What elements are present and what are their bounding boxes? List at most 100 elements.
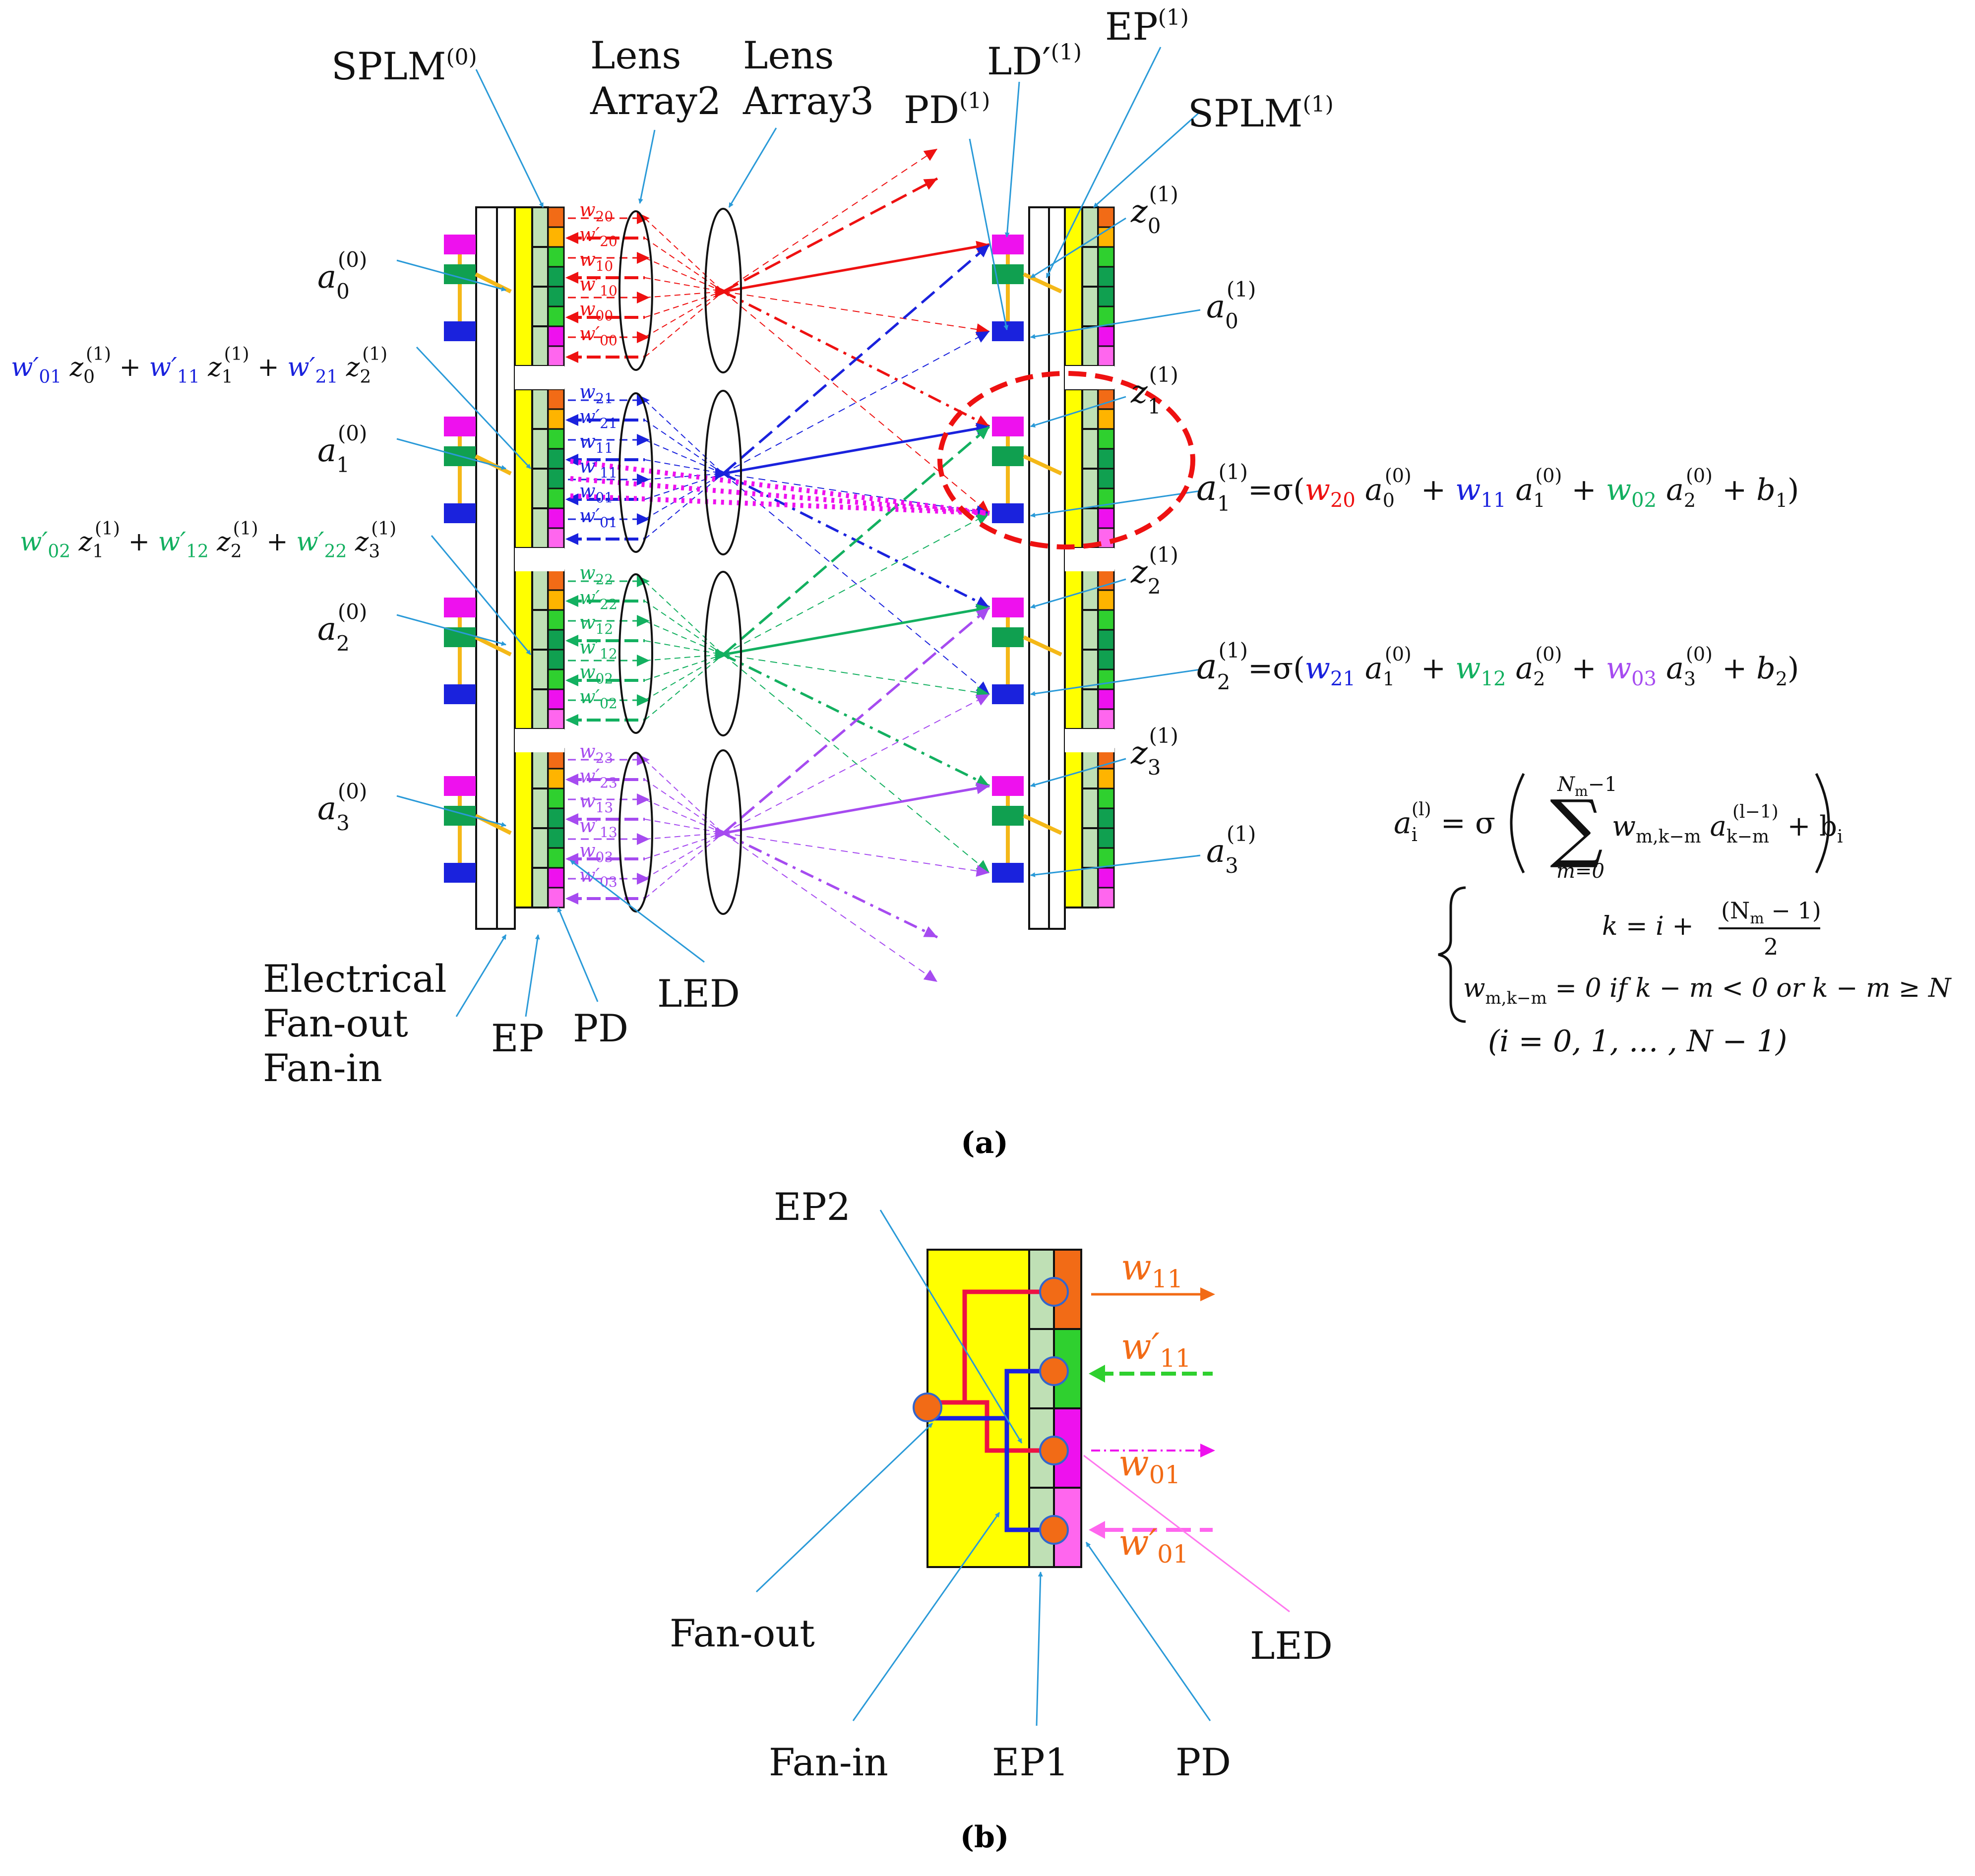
z-leader-3 xyxy=(1030,758,1126,787)
out-head-pd-3-2 xyxy=(923,969,937,982)
index-range: (i = 0, 1, … , N − 1) xyxy=(1488,1024,1787,1059)
backprop-equation-1: w′01 z0(1) + w′11 z1(1) + w′21 z2(1) xyxy=(11,344,387,387)
pd-label: PD xyxy=(1175,1740,1231,1784)
case-1-numerator: (Nm − 1) xyxy=(1721,897,1821,927)
fan-in-leader xyxy=(852,1512,1000,1721)
splm1-label: SPLM(1) xyxy=(1188,91,1334,135)
focus-mark-0 xyxy=(715,286,728,298)
converge-beam-0-7 xyxy=(644,291,724,358)
left-led-cell-0-2 xyxy=(547,246,565,268)
a-out-leader-3 xyxy=(1030,854,1201,877)
left-led-cell-1-5 xyxy=(547,487,565,509)
sum-lower-limit: m=0 xyxy=(1556,860,1605,883)
right-led-cell-3-6 xyxy=(1097,867,1115,889)
converge-beam-3-0 xyxy=(644,759,724,834)
left-led-cell-3-5 xyxy=(547,847,565,869)
out-beam-pd-0-0 xyxy=(723,148,938,292)
lens2-leader xyxy=(638,129,656,204)
focus-mark-2 xyxy=(715,649,728,661)
converge-beam-0-2 xyxy=(644,257,724,292)
out-head-ld-1-0 xyxy=(976,244,989,258)
converge-beam-3-5 xyxy=(644,833,724,859)
left-led-cell-3-7 xyxy=(547,887,565,908)
short-beam-head-1-7 xyxy=(565,533,578,545)
lens-array3-label-line2: Array3 xyxy=(742,79,874,123)
splm0-label: SPLM(0) xyxy=(331,44,477,88)
right-led-cell-2-2 xyxy=(1097,609,1115,631)
weight-label-1-5: w′01 xyxy=(579,505,617,531)
out-beam-pd-3-1 xyxy=(723,833,990,873)
out-beam-ld-3-2 xyxy=(722,832,938,939)
pd-leader xyxy=(557,907,599,1002)
leader-lines xyxy=(396,47,1201,1017)
a0-out: a0(1) xyxy=(1206,277,1256,333)
general-eq-lhs: ai(l) = σ xyxy=(1394,799,1495,846)
right-pd-square-0 xyxy=(992,321,1024,341)
right-led-cell-3-7 xyxy=(1097,887,1115,908)
right-gold-feed-0 xyxy=(1023,272,1062,294)
converge-beam-1-7 xyxy=(644,473,724,540)
weight-label-2-3: w′12 xyxy=(579,636,617,662)
pd1-leader xyxy=(969,138,1009,330)
left-led-cell-0-0 xyxy=(547,206,565,228)
converge-beam-0-5 xyxy=(644,291,724,318)
left-led-cell-3-3 xyxy=(547,807,565,829)
weight-label-0-5: w′00 xyxy=(579,323,617,349)
left-led-cell-1-7 xyxy=(547,527,565,549)
short-beam-head-3-2 xyxy=(637,793,650,805)
right-gold-feed-1 xyxy=(1023,454,1062,476)
out-beam-ld-2-0 xyxy=(722,425,990,656)
w11-arrowhead xyxy=(1200,1287,1215,1301)
out-beam-pd-0-1 xyxy=(723,291,990,332)
left-led-cell-0-3 xyxy=(547,266,565,288)
short-beam-head-2-4 xyxy=(637,655,650,666)
out-head-pd-2-0 xyxy=(975,513,989,525)
ep-leader xyxy=(525,934,540,1017)
cases-brace-icon xyxy=(1438,886,1466,1023)
right-led-cell-3-3 xyxy=(1097,807,1115,829)
right-green-square-2 xyxy=(992,627,1024,647)
converge-beam-2-7 xyxy=(644,654,724,721)
right-led-cell-1-0 xyxy=(1097,388,1115,410)
weight-w01p-label: w′01 xyxy=(1118,1521,1189,1569)
electrical-label-line2: Fan-out xyxy=(263,1001,408,1045)
lens3-leader xyxy=(728,127,777,208)
out-beam-ld-0-1 xyxy=(723,243,990,293)
converge-beam-1-4 xyxy=(644,473,724,480)
left-fan-block-0 xyxy=(514,206,533,367)
short-beam-head-0-7 xyxy=(565,351,578,363)
short-beam-head-1-2 xyxy=(637,434,650,446)
right-led-cell-3-5 xyxy=(1097,847,1115,869)
converge-beam-1-0 xyxy=(644,400,724,474)
activation-a2-in: a2(0) xyxy=(317,600,367,656)
right-led-cell-2-6 xyxy=(1097,688,1115,710)
highlight-ellipse xyxy=(937,371,1195,549)
equation-a2: a2(1)=σ(w21 a1(0) + w12 a2(0) + w03 a3(0… xyxy=(1196,638,1799,694)
lens-array2-label-line1: Lens xyxy=(590,33,681,77)
z-leader-1 xyxy=(1030,396,1126,428)
left-green-square-2 xyxy=(444,627,476,647)
out-head-ld-0-0 xyxy=(923,179,937,190)
led-leader xyxy=(1083,1454,1290,1613)
w01p-arrowhead xyxy=(1089,1521,1105,1539)
activation-a0-in: a0(0) xyxy=(317,247,367,303)
weight-label-1-2: w11 xyxy=(579,430,613,456)
right-gold-feed-2 xyxy=(1023,635,1062,657)
right-led-cell-1-3 xyxy=(1097,448,1115,470)
left-gold-feed-2 xyxy=(475,635,512,657)
right-led-cell-0-0 xyxy=(1097,206,1115,228)
electrical-label-line3: Fan-in xyxy=(263,1046,382,1090)
short-beam-head-3-5 xyxy=(565,853,578,865)
converge-beam-3-6 xyxy=(644,833,724,879)
a-in-leader-2 xyxy=(396,614,506,646)
input-activations: a0(0) a1(0) a2(0) a3(0) xyxy=(317,247,367,835)
converge-beam-3-4 xyxy=(644,833,724,840)
left-led-cell-2-2 xyxy=(547,609,565,631)
splm0-leader xyxy=(475,69,544,208)
right-led-cell-2-3 xyxy=(1097,629,1115,651)
right-led-cell-3-2 xyxy=(1097,787,1115,809)
w11p-arrowhead xyxy=(1089,1365,1105,1383)
converge-beam-2-3 xyxy=(644,640,724,655)
out-beam-pd-3-2 xyxy=(723,833,938,982)
